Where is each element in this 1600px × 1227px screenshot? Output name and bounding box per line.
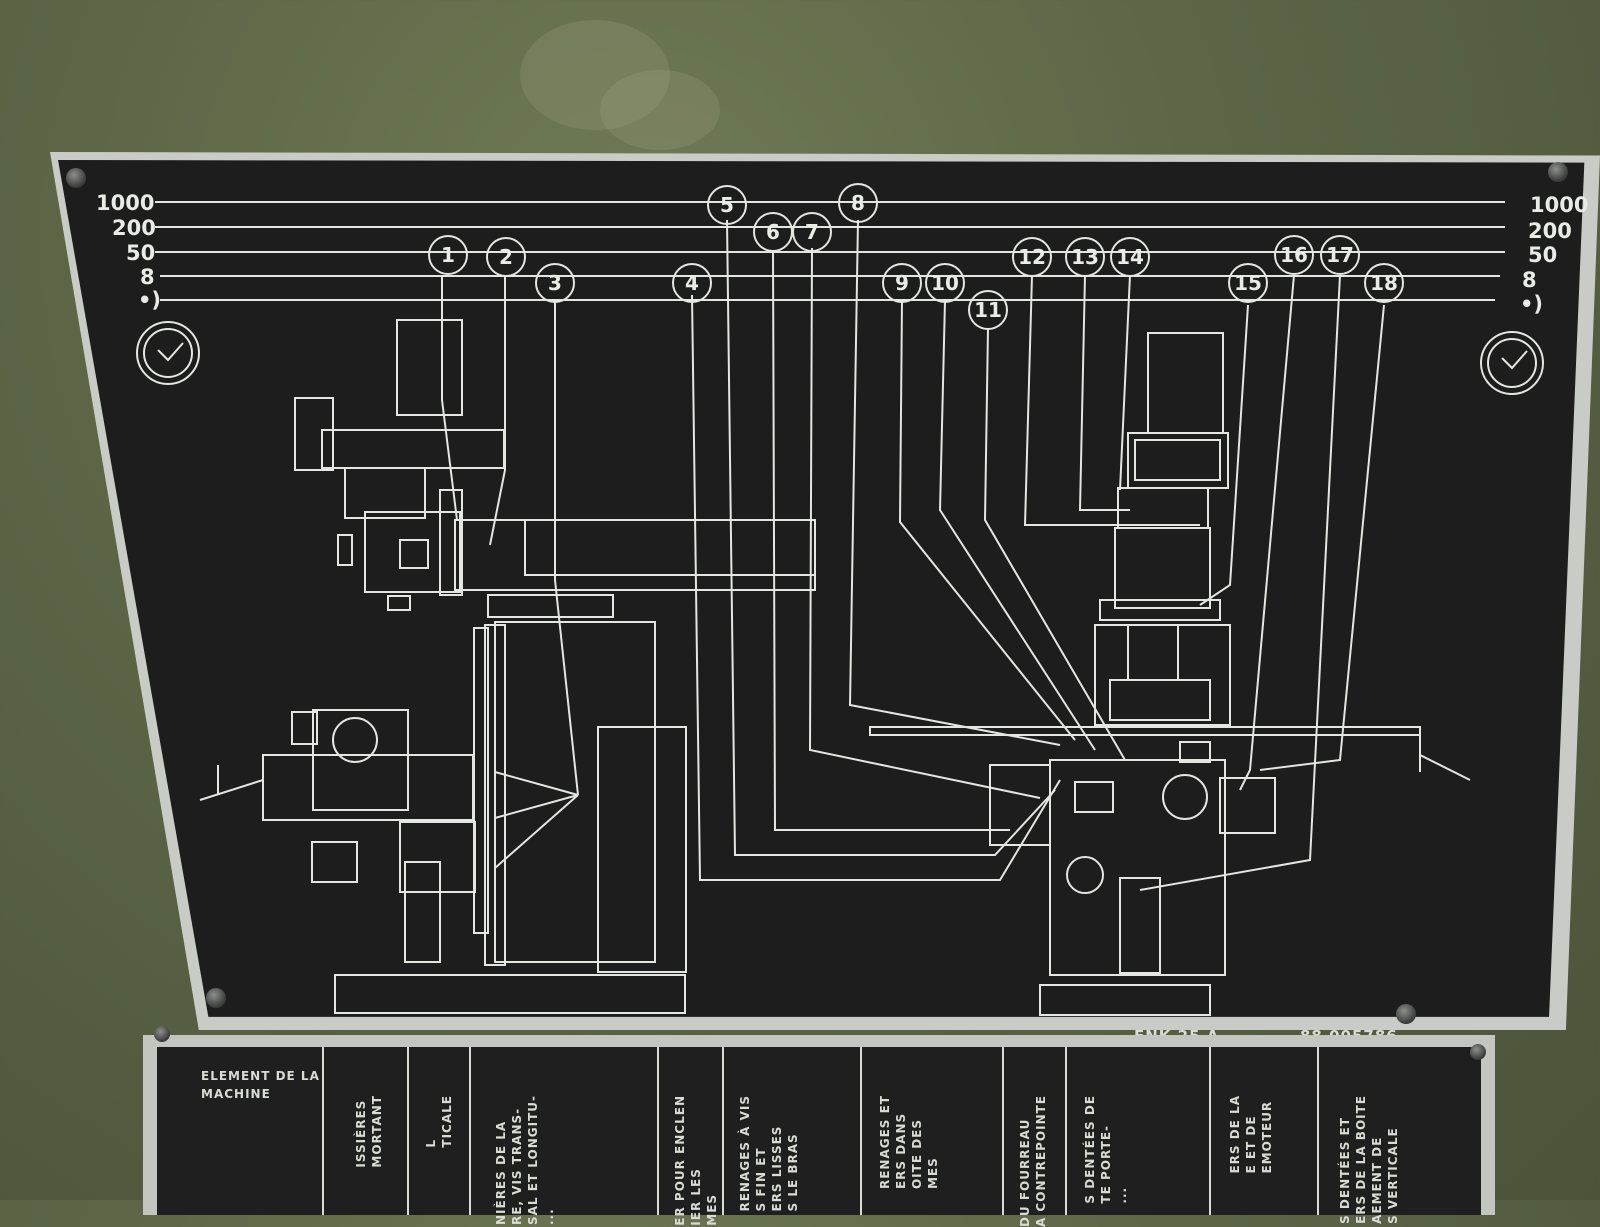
callout-6: 6 [766, 220, 780, 244]
callout-1: 1 [441, 243, 455, 267]
column-text-6: RENAGES ET ERS DANS OITE DES MES [878, 1095, 940, 1190]
callout-5: 5 [720, 193, 734, 217]
column-text-3: NIÈRES DE LA RE, VIS TRANS- SAL ET LONGI… [494, 1095, 556, 1226]
scale-symbol-right: •) [1520, 292, 1543, 316]
wall-paint-blemish [520, 20, 670, 130]
engraved-diagram: 1000 200 50 8 •) 1000 200 50 8 •) 1 2 3 … [96, 183, 1588, 1045]
column-divider [1065, 1047, 1067, 1215]
screw-icon [1396, 1004, 1416, 1024]
column-text-7: DU FOURREAU A CONTREPOINTE [1018, 1095, 1048, 1227]
scale-label-1000-left: 1000 [96, 191, 154, 215]
column-divider [1002, 1047, 1004, 1215]
scale-label-200-left: 200 [112, 216, 156, 240]
column-text-1: ISSIÈRES MORTANT [354, 1095, 384, 1168]
column-text-10: S DENTÉES ET ERS DE LA BOITE AEMENT DE S… [1338, 1095, 1400, 1224]
column-divider [1317, 1047, 1319, 1215]
screw-icon [1470, 1044, 1486, 1060]
callout-16: 16 [1280, 243, 1308, 267]
column-divider [469, 1047, 471, 1215]
callout-7: 7 [805, 220, 819, 244]
callout-4: 4 [685, 271, 699, 295]
lubrication-table: ELEMENT DE LA MACHINE ISSIÈRES MORTANT L… [157, 1047, 1481, 1227]
screw-icon [206, 988, 226, 1008]
column-divider [657, 1047, 659, 1215]
wall-paint-blemish [600, 70, 720, 150]
front-view-machine [441, 219, 1471, 1016]
screw-icon [1548, 162, 1568, 182]
callout-17: 17 [1326, 243, 1354, 267]
column-text-8: S DENTÉES DE TE PORTE- ... [1083, 1095, 1129, 1204]
column-divider [407, 1047, 409, 1215]
column-text-4: ER POUR ENCLEN IER LES MES [673, 1095, 719, 1226]
callout-12: 12 [1018, 245, 1046, 269]
screw-icon [66, 168, 86, 188]
callout-14: 14 [1116, 245, 1144, 269]
lubrication-table-plate: ELEMENT DE LA MACHINE ISSIÈRES MORTANT L… [143, 1035, 1495, 1227]
callout-15: 15 [1234, 271, 1262, 295]
scale-symbol-left: •) [138, 288, 161, 312]
scale-label-50-right: 50 [1528, 243, 1557, 267]
callout-3: 3 [548, 271, 562, 295]
scale-label-8-left: 8 [140, 265, 155, 289]
scale-label-8-right: 8 [1522, 268, 1537, 292]
column-divider [722, 1047, 724, 1215]
table-header-element: ELEMENT DE LA MACHINE [201, 1069, 320, 1101]
side-view-machine [199, 319, 816, 1014]
callout-13: 13 [1071, 245, 1099, 269]
column-text-9: ERS DE LA E ET DE EMOTEUR [1228, 1095, 1274, 1174]
column-text-2: L TICALE [424, 1095, 454, 1148]
callout-18: 18 [1370, 271, 1398, 295]
callout-8: 8 [851, 191, 865, 215]
clock-icon [1480, 331, 1544, 395]
column-text-5: RENAGES À VIS S FIN ET ERS LISSES S LE B… [738, 1095, 800, 1212]
scale-label-1000-right: 1000 [1530, 193, 1588, 217]
screw-icon [154, 1026, 170, 1042]
callout-circles [428, 183, 1404, 330]
callout-11: 11 [974, 298, 1002, 322]
column-divider [860, 1047, 862, 1215]
clock-icon [136, 321, 200, 385]
callout-2: 2 [499, 245, 513, 269]
callout-10: 10 [931, 271, 959, 295]
scale-label-50-left: 50 [126, 241, 155, 265]
scale-label-200-right: 200 [1528, 219, 1572, 243]
callout-9: 9 [895, 271, 909, 295]
column-divider [1209, 1047, 1211, 1215]
column-divider [322, 1047, 324, 1215]
